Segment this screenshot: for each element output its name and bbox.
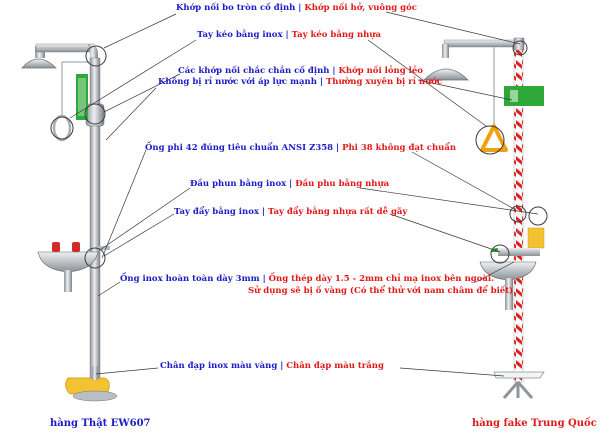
highlight-circles [50,40,548,269]
leader-lines [69,11,539,377]
fake-pull-triangle [480,124,508,152]
label-row-8: Ống inox hoàn toàn dày 3mm | Ống thép dà… [120,274,495,284]
label-row-5: Ống phi 42 đúng tiêu chuẩn ANSI Z358 | P… [145,143,457,153]
label-row-1: Khớp nối bo tròn cố định | Khớp nối hở, … [176,3,417,13]
label-row-7: Tay đẩy bằng inox | Tay đẩy bằng nhựa rấ… [174,207,408,217]
label-row-10: Chân đạp inox màu vàng | Chân đạp màu tr… [160,361,384,371]
footer-real: hàng Thật EW607 [50,418,151,429]
label-row-3: Các khớp nối chắc chắn cố định | Khớp nố… [178,66,423,76]
label-row-4: Không bị rỉ nước với áp lực mạnh | Thườn… [158,77,443,87]
fake-shower-head [423,68,469,81]
fake-top-arm [443,39,525,48]
real-shower-unit [21,43,118,402]
real-pull-ring [52,114,72,142]
label-row-9: Sử dụng sẽ bị ố vàng (Có thể thử với nam… [248,286,514,296]
label-row-2: Tay kéo bằng inox | Tay kéo bằng nhựa [197,30,381,40]
label-row-6: Đầu phun bằng inox | Đầu phu bằng nhựa [190,179,390,189]
real-shower-head [21,58,57,69]
footer-fake: hàng fake Trung Quốc [472,418,597,429]
real-top-arm [35,43,95,53]
fake-shower-unit [423,37,545,399]
fake-pole [513,47,524,233]
fake-foot-pedal [493,371,545,379]
real-eyewash-bowl [37,251,99,273]
